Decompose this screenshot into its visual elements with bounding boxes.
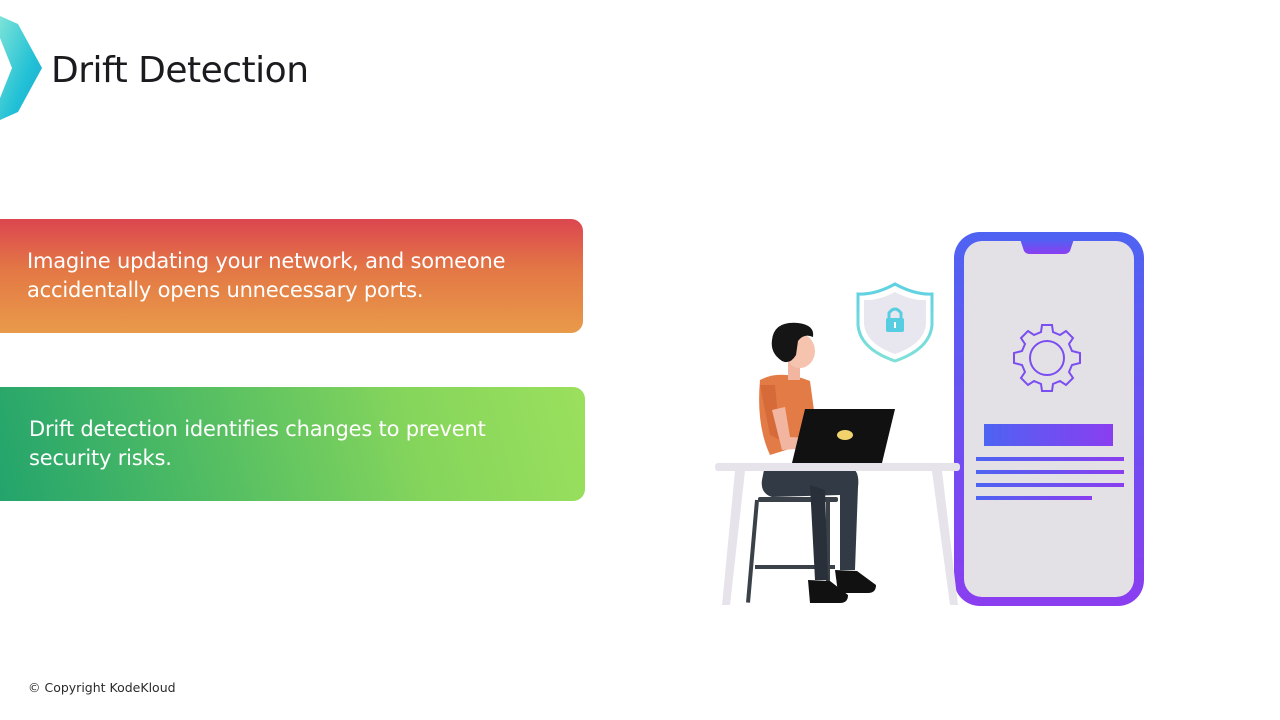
- kodekloud-chevron-icon: [0, 16, 42, 120]
- card-text-explanation: Drift detection identifies changes to pr…: [29, 417, 486, 470]
- phone-settings-icon: [954, 232, 1144, 606]
- info-card-scenario: Imagine updating your network, and someo…: [0, 219, 583, 333]
- gear-icon: [1013, 324, 1081, 392]
- card-text-scenario: Imagine updating your network, and someo…: [27, 249, 506, 302]
- info-card-explanation: Drift detection identifies changes to pr…: [0, 387, 585, 501]
- desk: [715, 463, 960, 605]
- copyright-footer: © Copyright KodeKloud: [28, 680, 176, 695]
- security-illustration: [715, 232, 1144, 606]
- shield-lock-icon: [856, 282, 934, 363]
- person-at-laptop-icon: [746, 322, 895, 603]
- page-title: Drift Detection: [51, 50, 309, 91]
